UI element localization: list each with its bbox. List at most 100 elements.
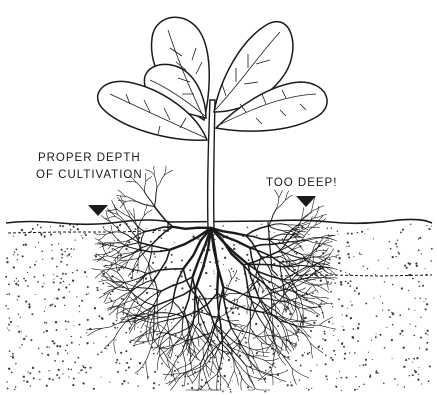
- root-branch: [165, 368, 173, 379]
- root-branch: [227, 338, 238, 346]
- root-branch: [269, 234, 282, 239]
- proper-depth-label: PROPER DEPTH OF CULTIVATION: [36, 150, 143, 184]
- root-branch: [311, 206, 323, 212]
- root-branch: [154, 250, 170, 280]
- root-branch: [308, 227, 320, 228]
- root-branch: [247, 291, 248, 305]
- root-branch: [269, 224, 288, 226]
- root-branch: [208, 388, 209, 390]
- root-branch: [234, 358, 242, 377]
- root-branch: [134, 209, 135, 218]
- root-branch: [234, 358, 248, 374]
- root-branch: [141, 251, 149, 264]
- root-branch: [150, 330, 153, 340]
- root-branch: [118, 190, 126, 196]
- root-branch: [186, 372, 193, 384]
- too-deep-label: TOO DEEP!: [266, 175, 337, 192]
- root-branch: [279, 321, 286, 338]
- root-branch: [147, 269, 183, 274]
- root-branch: [289, 303, 300, 309]
- root-branch: [296, 326, 310, 343]
- root-branch: [94, 254, 105, 255]
- root-branch: [113, 248, 121, 254]
- root-branch: [276, 200, 285, 210]
- root-branch: [229, 269, 232, 279]
- root-branch: [300, 298, 303, 314]
- root-branch: [210, 361, 212, 375]
- root-branch: [325, 277, 328, 289]
- root-branch: [146, 177, 152, 182]
- root-branch: [319, 325, 336, 329]
- root-branch: [310, 343, 323, 353]
- proper-depth-marker-icon: [88, 205, 108, 216]
- root-branch: [272, 314, 273, 329]
- root-branch: [228, 371, 235, 387]
- root-branch: [157, 175, 165, 187]
- root-branch: [94, 234, 106, 235]
- root-branch: [115, 288, 132, 290]
- root-branch: [234, 371, 238, 385]
- root-branch: [170, 336, 173, 346]
- root-branch: [248, 389, 255, 390]
- root-branch: [146, 339, 153, 362]
- plant-stem: [208, 100, 215, 228]
- root-branch: [316, 250, 327, 251]
- root-branch: [145, 173, 146, 181]
- root-branch: [134, 335, 141, 344]
- root-branch: [104, 266, 112, 267]
- root-branch: [308, 216, 313, 227]
- root-branch: [98, 234, 105, 240]
- root-branch: [322, 244, 332, 247]
- root-branch: [141, 232, 145, 251]
- root-branch: [300, 298, 318, 305]
- root-branch: [139, 243, 170, 250]
- soil-surface-line: [6, 219, 432, 224]
- root-branch: [255, 347, 268, 350]
- root-branch: [296, 237, 303, 238]
- root-branch: [154, 207, 172, 227]
- root-branch: [273, 341, 278, 352]
- root-branch: [146, 170, 155, 175]
- root-branch: [271, 370, 273, 385]
- root-branch: [111, 301, 116, 311]
- root-branch: [101, 271, 108, 280]
- root-branch: [178, 363, 191, 369]
- root-branch: [291, 247, 299, 250]
- root-branch: [119, 292, 130, 306]
- proper-depth-label-line2: OF CULTIVATION: [36, 167, 143, 184]
- root-branch: [272, 274, 274, 289]
- root-branch: [211, 228, 250, 248]
- root-branch: [248, 265, 283, 280]
- root-branch: [159, 349, 169, 358]
- root-branch: [255, 389, 270, 390]
- root-branch: [276, 198, 279, 210]
- root-branch: [193, 324, 210, 343]
- root-branch: [292, 368, 309, 378]
- root-branch: [106, 283, 115, 289]
- proper-depth-label-line1: PROPER DEPTH: [36, 150, 143, 167]
- root-branch: [103, 271, 113, 281]
- root-branch: [266, 359, 279, 361]
- root-branch: [104, 339, 114, 349]
- root-branch: [146, 361, 148, 379]
- root-branch: [105, 244, 119, 247]
- root-branch: [322, 258, 327, 268]
- root-branch: [141, 250, 170, 252]
- root-branch: [112, 200, 118, 210]
- root-branch: [170, 336, 171, 346]
- root-branch: [99, 280, 109, 281]
- root-branch: [260, 336, 283, 338]
- root-branch: [284, 229, 294, 231]
- root-branch: [269, 210, 276, 226]
- root-branch: [300, 327, 314, 328]
- root-branch: [154, 187, 157, 206]
- root-branch: [302, 255, 313, 266]
- root-branch: [154, 175, 157, 188]
- root-branch: [105, 216, 115, 218]
- root-branch: [304, 309, 315, 314]
- root-branch: [106, 260, 123, 267]
- root-branch: [258, 285, 260, 293]
- root-branch: [229, 299, 238, 302]
